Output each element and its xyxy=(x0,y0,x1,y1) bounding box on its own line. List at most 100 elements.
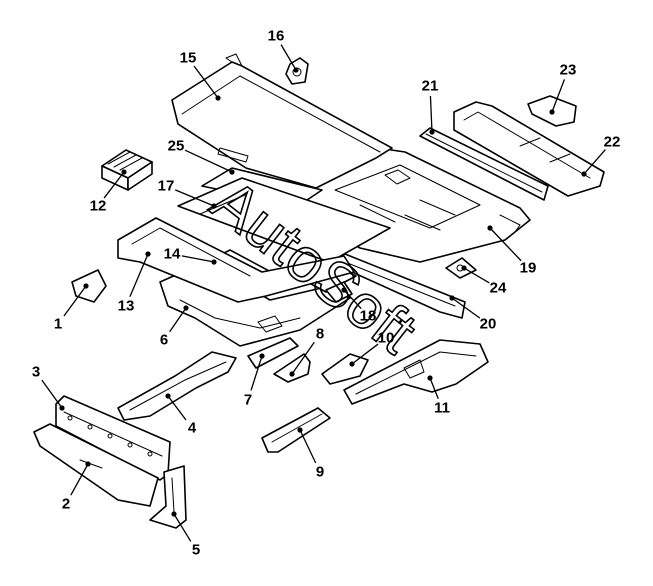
callout-anchor-dot xyxy=(85,461,91,467)
callout-7: 7 xyxy=(244,353,265,409)
callout-anchor-dot xyxy=(449,295,455,301)
part-vertical-bracket xyxy=(149,465,187,529)
callouts: 1234567891011121314151617181920212223242… xyxy=(32,28,621,559)
callout-number: 11 xyxy=(434,400,450,417)
callout-number: 17 xyxy=(158,178,175,195)
callout-14: 14 xyxy=(164,246,217,265)
part-parcel-shelf xyxy=(171,53,393,189)
callout-6: 6 xyxy=(160,305,189,349)
callout-20: 20 xyxy=(449,295,497,333)
callout-leader-line xyxy=(489,227,522,262)
callout-leader-line xyxy=(250,355,263,391)
part-lower-panel xyxy=(33,423,159,507)
part-channel-9 xyxy=(261,407,331,453)
callout-anchor-dot xyxy=(427,375,433,381)
callout-leader-line xyxy=(351,343,379,365)
callout-number: 22 xyxy=(604,134,621,151)
callout-leader-line xyxy=(299,429,317,464)
callout-number: 19 xyxy=(520,260,537,277)
callout-number: 1 xyxy=(54,316,62,333)
callout-leader-line xyxy=(167,395,187,421)
callout-1: 1 xyxy=(54,283,89,333)
callout-leader-line xyxy=(41,379,63,409)
part-rear-panel xyxy=(453,101,605,197)
callout-leader-line xyxy=(181,255,215,263)
callout-leader-line xyxy=(70,463,89,496)
callout-number: 23 xyxy=(560,62,577,79)
callout-leader-line xyxy=(193,65,219,99)
callout-leader-line xyxy=(291,341,315,375)
callout-number: 4 xyxy=(188,420,197,437)
callout-leader-line xyxy=(129,253,149,298)
part-bracket-24 xyxy=(445,257,477,279)
callout-number: 3 xyxy=(32,364,40,381)
callout-number: 24 xyxy=(490,280,507,297)
callout-leader-line xyxy=(463,267,490,284)
callout-9: 9 xyxy=(297,427,324,481)
callout-5: 5 xyxy=(171,511,200,559)
callout-number: 5 xyxy=(192,542,200,559)
callout-anchor-dot xyxy=(229,169,235,175)
callout-18: 18 xyxy=(341,287,377,325)
callout-anchor-dot xyxy=(293,67,299,73)
callout-number: 16 xyxy=(268,28,285,45)
callout-leader-line xyxy=(551,79,566,113)
callout-anchor-dot xyxy=(549,109,555,115)
callout-17: 17 xyxy=(158,178,217,209)
callout-leader-line xyxy=(429,95,433,133)
callout-anchor-dot xyxy=(349,361,355,367)
callout-anchor-dot xyxy=(487,225,493,231)
part-rail-21 xyxy=(419,127,549,201)
callout-leader-line xyxy=(169,307,187,333)
callout-anchor-dot xyxy=(341,287,347,293)
callout-anchor-dot xyxy=(83,283,89,289)
callout-leader-line xyxy=(280,44,297,71)
callout-anchor-dot xyxy=(211,203,217,209)
callout-number: 20 xyxy=(480,316,497,333)
callout-8: 8 xyxy=(289,326,324,377)
callout-anchor-dot xyxy=(215,95,221,101)
callout-24: 24 xyxy=(461,265,507,297)
part-bracket-10 xyxy=(321,353,369,385)
callout-anchor-dot xyxy=(121,169,127,175)
callout-16: 16 xyxy=(268,28,299,73)
callout-number: 15 xyxy=(180,50,197,67)
callout-13: 13 xyxy=(118,251,151,315)
callout-leader-line xyxy=(184,149,233,173)
part-load-floor-board xyxy=(177,177,391,263)
part-longitudinal-rail-4 xyxy=(117,351,237,421)
part-18 xyxy=(325,281,353,303)
callout-number: 21 xyxy=(422,78,439,95)
part-rear-rail-assembly xyxy=(343,339,489,405)
callout-leader-line xyxy=(343,289,362,310)
callout-anchor-dot xyxy=(211,259,217,265)
callout-anchor-dot xyxy=(259,353,265,359)
callout-leader-line xyxy=(63,285,87,317)
callout-15: 15 xyxy=(180,50,221,101)
callout-anchor-dot xyxy=(429,129,435,135)
callout-anchor-dot xyxy=(289,371,295,377)
callout-anchor-dot xyxy=(461,265,467,271)
callout-number: 7 xyxy=(244,392,252,409)
callout-anchor-dot xyxy=(59,405,65,411)
callout-10: 10 xyxy=(349,330,394,367)
callout-leader-line xyxy=(451,297,481,319)
callout-leader-line xyxy=(583,149,606,175)
part-bracket-8 xyxy=(273,353,311,383)
callout-11: 11 xyxy=(427,375,450,417)
callout-leader-line xyxy=(174,189,215,207)
callout-12: 12 xyxy=(90,169,127,215)
callout-21: 21 xyxy=(422,78,439,135)
callout-25: 25 xyxy=(168,138,235,175)
callout-leader-line xyxy=(103,171,125,199)
callout-number: 6 xyxy=(160,332,168,349)
callout-number: 2 xyxy=(62,496,70,513)
callout-number: 10 xyxy=(378,330,395,347)
callout-number: 12 xyxy=(90,198,107,215)
callout-23: 23 xyxy=(549,62,576,115)
callout-anchor-dot xyxy=(171,511,177,517)
callout-number: 9 xyxy=(316,464,324,481)
callout-number: 18 xyxy=(360,308,377,325)
callout-leader-line xyxy=(429,377,439,399)
